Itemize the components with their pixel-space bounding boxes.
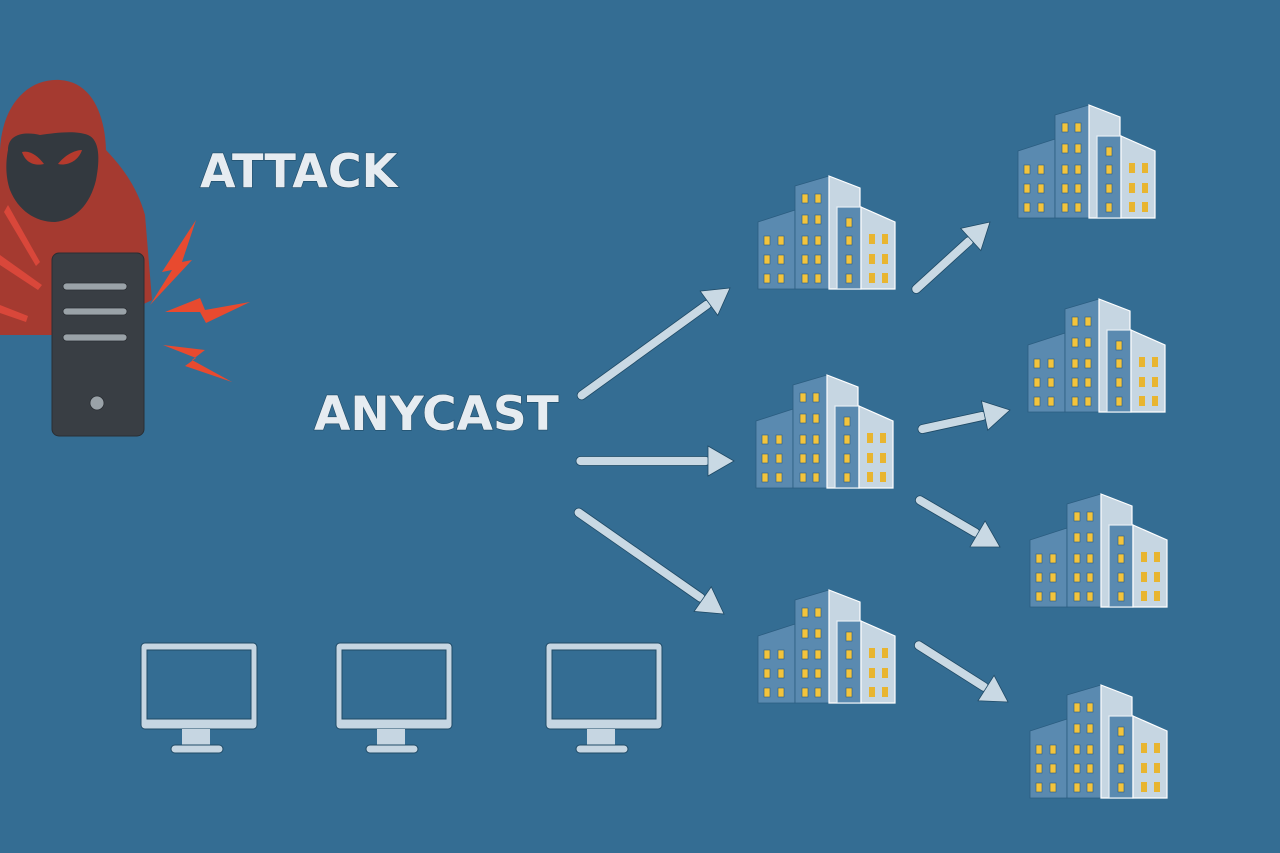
client-monitor-2-icon: [335, 642, 453, 754]
arrow-shaft: [576, 299, 712, 401]
attack-label: ATTACK: [200, 144, 400, 198]
arrow-head-icon: [959, 221, 991, 252]
arrow-to-edge-3: [573, 507, 725, 615]
origin-datacenter-2-building-icon: [1027, 298, 1166, 413]
server-tower-icon: [51, 252, 145, 437]
arrow-head-icon: [969, 520, 1001, 548]
datacenter-buildings: [755, 104, 1168, 799]
arrow-shaft: [573, 507, 706, 603]
arrow-to-origin-2: [917, 400, 1011, 434]
origin-datacenter-4-building-icon: [1029, 684, 1168, 799]
arrow-shaft: [911, 236, 974, 294]
arrow-head-icon: [693, 586, 725, 615]
arrow-shaft: [913, 640, 989, 692]
arrow-to-origin-1: [911, 221, 991, 294]
arrow-to-edge-1: [576, 287, 731, 401]
lightning-bolt-icon: [150, 220, 250, 382]
client-monitors: [140, 642, 663, 754]
routing-arrows: [573, 221, 1011, 703]
arrow-head-icon: [707, 445, 735, 477]
arrow-head-icon: [980, 400, 1011, 431]
client-monitor-1-icon: [140, 642, 258, 754]
client-monitor-3-icon: [545, 642, 663, 754]
arrow-shaft: [917, 411, 988, 434]
arrow-to-origin-4: [913, 640, 1009, 703]
anycast-label: ANYCAST: [314, 387, 559, 442]
edge-datacenter-2-building-icon: [755, 374, 894, 489]
arrow-to-origin-3: [914, 495, 1001, 548]
arrow-head-icon: [977, 674, 1009, 703]
arrow-shaft: [575, 456, 711, 466]
origin-datacenter-3-building-icon: [1029, 493, 1168, 608]
edge-datacenter-3-building-icon: [757, 589, 896, 704]
arrow-head-icon: [699, 287, 731, 317]
arrow-shaft: [914, 495, 981, 538]
origin-datacenter-1-building-icon: [1017, 104, 1156, 219]
arrow-to-edge-2: [575, 445, 735, 477]
edge-datacenter-1-building-icon: [757, 175, 896, 290]
